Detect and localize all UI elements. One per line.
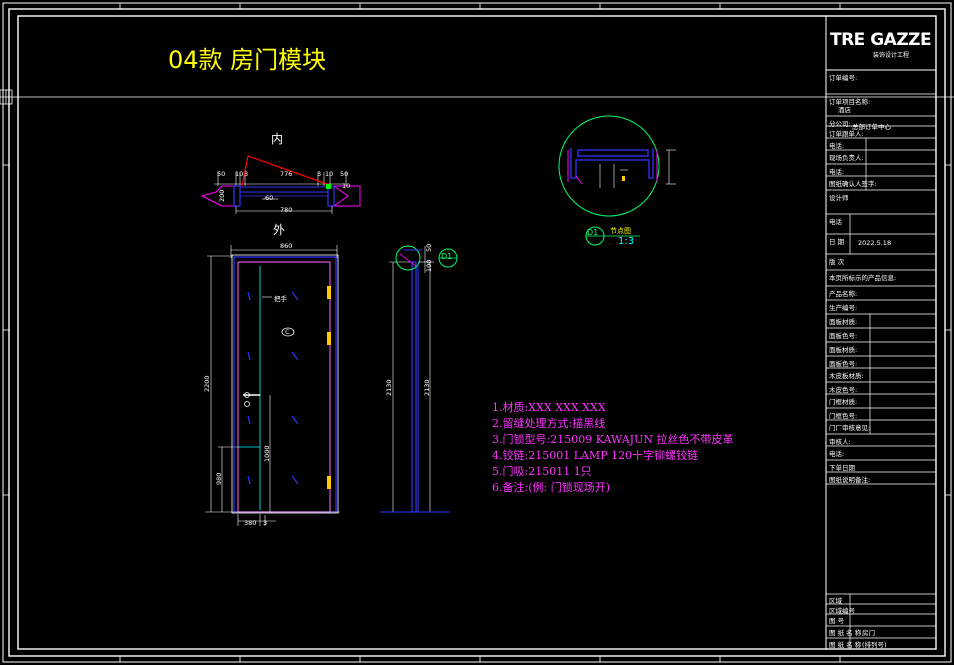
company-logo: TRE GAZZE [830, 30, 932, 50]
plan-view [200, 155, 361, 214]
title-block-label: 图纸确认人签字: [829, 180, 877, 188]
title-block-bottom-label: 区域编号 [829, 607, 855, 615]
title-block-bottom-label: 图 纸 名 称 [829, 641, 862, 649]
title-block-label: 门厂审核意见: [829, 424, 871, 432]
title-block-value: 酒店 [838, 106, 851, 114]
detail-marker: D1 [587, 228, 599, 237]
title-block-label: 订单编号: [829, 74, 858, 82]
elev-width: 860 [280, 242, 293, 250]
title-block-label: 面板材质: [829, 318, 858, 326]
title-block-label: 面板色号: [829, 332, 858, 340]
spec-notes: 1.材质:XXX XXX XXX 2.留缝处理方式:描黑线 3.门锁型号:215… [492, 400, 733, 496]
title-block-value: 2022.5.18 [858, 239, 892, 247]
title-block-bottom-label: 图 号 [829, 617, 845, 625]
company-logo-sub: 装饰设计工程 [873, 52, 910, 59]
front-elevation [205, 245, 340, 526]
handle-label: 把手 [274, 295, 287, 303]
title-block-label: 分公司: [829, 120, 851, 128]
plan-dim-under: 60 [265, 194, 274, 202]
title-block-label: 电话: [829, 142, 845, 150]
title-block-label: 门框材质: [829, 398, 858, 406]
title-block-label: 木皮板材质: [829, 372, 864, 380]
detail-marker-side: D1 [441, 252, 453, 261]
detail-node [558, 115, 676, 246]
note-3: 3.门锁型号:215009 KAWAJUN 拉丝色不带皮革 [492, 433, 734, 446]
elev-bottom-width: 380 [244, 519, 257, 527]
section-title: 节点图 [610, 227, 631, 235]
title-block-label: 生产编号: [829, 304, 858, 312]
plan-dim-6: 50 [340, 170, 349, 178]
title-block-bottom-value: 房门 [862, 629, 875, 637]
plan-inside-label: 内 [271, 132, 284, 146]
section-scale: 1:3 [618, 236, 635, 247]
title-block-label: 版 次 [829, 258, 845, 266]
title-block-label: 审核人: [829, 438, 851, 446]
elev-side-height: 2130 [385, 379, 393, 396]
note-5: 5.门吸:215011 1只 [492, 465, 592, 478]
elev-handle-height: 1000 [263, 445, 271, 462]
elev-right-height: 2130 [423, 379, 431, 396]
title-block-label: 设计师 [829, 194, 849, 202]
plan-dim-0: 50 [217, 170, 226, 178]
title-block-bottom-value: (排列号) [862, 641, 887, 649]
title-block-label: 面板色号: [829, 360, 858, 368]
peephole-label: C [285, 328, 290, 336]
title-block-label: 木皮色号: [829, 386, 858, 394]
plan-dim-side-right: 10 [342, 182, 351, 190]
plan-dim-2: 3 [244, 170, 249, 178]
plan-dim-4: 3 [317, 170, 322, 178]
title-block-label: 门框色号: [829, 412, 858, 420]
elev-bottom-small: 3 [263, 519, 268, 527]
side-section [380, 245, 458, 513]
elev-top-dim: 50 [425, 243, 433, 252]
note-4: 4.铰链:215001 LAMP 120十字铆螺铰链 [492, 449, 699, 462]
title-block-bottom-label: 图 纸 名 称 [829, 629, 862, 637]
plan-dim-1: 10 [235, 170, 244, 178]
plan-dim-5: 10 [325, 170, 334, 178]
drawing-title: 04款 房门模块 [168, 46, 327, 74]
elev-height: 2200 [203, 375, 211, 392]
plan-dim-side-left: 200 [218, 189, 226, 202]
title-block-label: 图纸说明备注: [829, 476, 871, 484]
elev-top-dim2: 100 [425, 259, 433, 272]
note-1: 1.材质:XXX XXX XXX [492, 401, 606, 414]
elev-bottom-dim: 980 [215, 472, 223, 485]
plan-dim-width: 780 [280, 206, 293, 214]
title-block-label: 订单跟单人: [829, 130, 864, 138]
note-6: 6.备注:(例: 门锁现场开) [492, 481, 610, 494]
title-block-label: 日 期 [829, 238, 845, 246]
plan-dim-3: 776 [280, 170, 293, 178]
title-block-label: 电话 [829, 218, 842, 226]
note-2: 2.留缝处理方式:描黑线 [492, 417, 606, 430]
title-block-label: 电话: [829, 168, 845, 176]
title-block-label: 现场负责人: [829, 154, 864, 162]
title-block-label: 面板材质: [829, 346, 858, 354]
title-block-label: 产品名称: [829, 290, 858, 298]
title-block-bottom-label: 区域 [829, 597, 842, 605]
title-block-label: 下单日期 [829, 464, 855, 472]
title-block-value: 总部订单中心 [852, 123, 891, 131]
title-block-label: 订单项目名称: [829, 98, 871, 106]
title-block-label: 电话: [829, 450, 845, 458]
title-block-label: 本页所标示的产品信息: [829, 274, 897, 282]
plan-outside-label: 外 [273, 223, 286, 237]
